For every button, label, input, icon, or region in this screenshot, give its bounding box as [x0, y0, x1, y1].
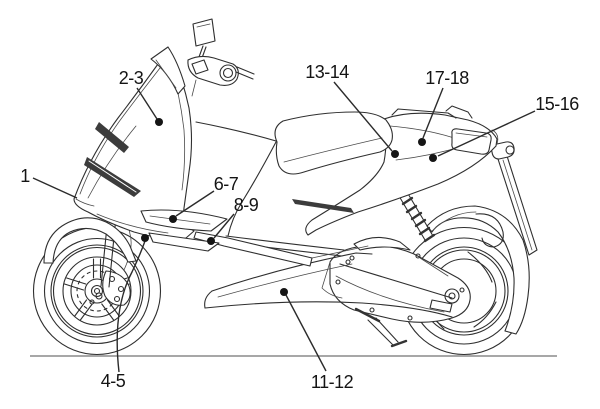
callout-dot [155, 118, 163, 126]
callout-label: 11-12 [311, 372, 354, 392]
callout-8-9: 8-9 [207, 195, 259, 245]
mid-body [193, 121, 313, 267]
mirror [192, 18, 216, 59]
callout-leader-line [437, 110, 536, 157]
callout-dot [207, 237, 215, 245]
side-panels [140, 209, 228, 252]
seat [274, 111, 393, 175]
callout-dot [418, 138, 426, 146]
callout-label: 15-16 [535, 94, 579, 114]
handlebar [187, 55, 255, 97]
callout-2-3: 2-3 [119, 68, 163, 126]
callout-13-14: 13-14 [305, 62, 399, 158]
callout-4-5: 4-5 [101, 234, 149, 391]
front-fairing [73, 56, 195, 239]
rear-mudguard [426, 205, 530, 335]
callout-dot [391, 150, 399, 158]
callout-layer: 1 2-3 4-5 6-78-9 11-12 13-14 15-16 17-18 [20, 62, 580, 392]
center-stand [321, 261, 408, 348]
callout-label: 4-5 [101, 371, 126, 391]
callout-label: 6-7 [214, 174, 239, 194]
callout-leader-line [136, 87, 158, 120]
callout-leader-line [285, 294, 327, 372]
callout-dot [169, 215, 177, 223]
front-wheel [32, 226, 162, 356]
front-mudguard [43, 217, 137, 264]
callout-15-16: 15-16 [429, 94, 580, 162]
callout-label: 8-9 [234, 195, 259, 215]
callout-dot [429, 154, 437, 162]
callout-leader-line [213, 213, 235, 239]
callout-label: 2-3 [119, 68, 144, 88]
callout-leader-line [116, 240, 146, 373]
callout-leader-line [422, 87, 444, 139]
callout-1: 1 [20, 166, 78, 199]
callout-11-12: 11-12 [280, 288, 354, 392]
callout-leader-line [32, 177, 78, 199]
callout-leader-line [175, 190, 215, 217]
callout-label: 13-14 [305, 62, 349, 82]
engine-transmission [329, 236, 471, 323]
windscreen [150, 46, 186, 95]
callout-leader-line [333, 81, 393, 152]
callout-label: 1 [20, 166, 30, 186]
underbody-panel [204, 252, 453, 318]
callout-dot [141, 234, 149, 242]
callout-17-18: 17-18 [418, 68, 470, 146]
callout-6-7: 6-7 [169, 174, 239, 223]
scooter-illustration [32, 18, 538, 356]
callout-label: 17-18 [425, 68, 469, 88]
callout-dot [280, 288, 288, 296]
